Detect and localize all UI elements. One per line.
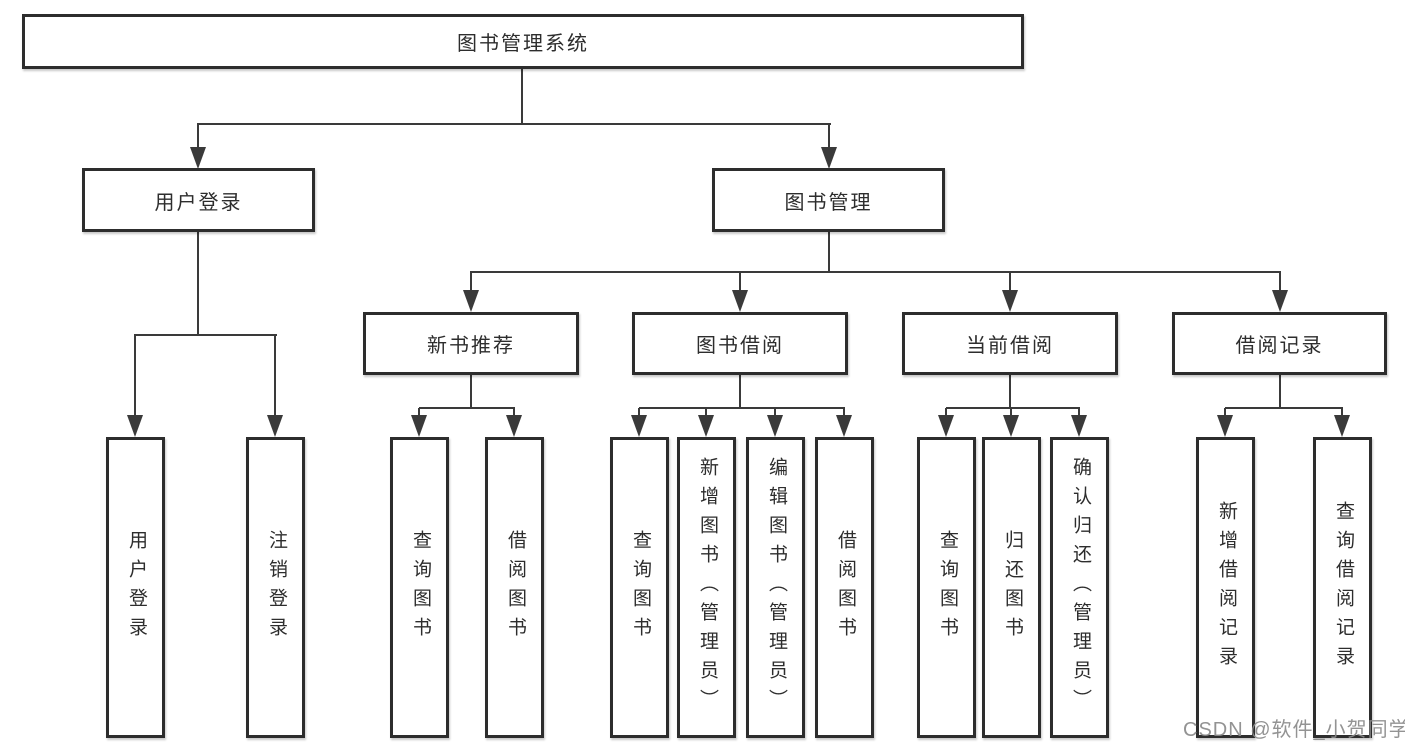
connector-line [774, 408, 776, 416]
leaf-label: 查询借阅记录 [1332, 500, 1354, 675]
connector-line [418, 408, 420, 416]
arrow-down-icon [938, 415, 954, 437]
connector-line [1009, 375, 1011, 408]
connector-line [1010, 408, 1012, 416]
leaf-query-books-3: 查询图书 [917, 437, 976, 738]
arrow-down-icon [267, 415, 283, 437]
csdn-watermark: CSDN @软件_小贺同学 [1183, 719, 1405, 741]
arrow-down-icon [821, 147, 837, 169]
arrow-down-icon [411, 415, 427, 437]
leaf-add-book-admin: 新增图书（管理员） [677, 437, 736, 738]
connector-line [828, 232, 830, 273]
node-new-book-recommend: 新书推荐 [363, 312, 579, 375]
connector-line [197, 123, 831, 125]
leaf-label: 用户登录 [125, 529, 147, 646]
node-label: 图书管理系统 [457, 33, 589, 55]
node-label: 用户登录 [154, 191, 243, 214]
connector-line [843, 408, 845, 416]
arrow-down-icon [1272, 290, 1288, 312]
connector-line [197, 124, 199, 148]
arrow-down-icon [836, 415, 852, 437]
arrow-down-icon [698, 415, 714, 437]
leaf-return-book: 归还图书 [982, 437, 1041, 738]
leaf-label: 新增图书（管理员） [696, 457, 718, 718]
leaf-label: 查询图书 [936, 529, 958, 646]
connector-line [828, 124, 830, 148]
connector-line [705, 408, 707, 416]
leaf-query-borrow-record: 查询借阅记录 [1313, 437, 1372, 738]
leaf-query-books-2: 查询图书 [610, 437, 669, 738]
leaf-label: 借阅图书 [504, 529, 526, 646]
leaf-borrow-books: 借阅图书 [485, 437, 544, 738]
connector-line [946, 407, 1080, 409]
arrow-down-icon [631, 415, 647, 437]
connector-line [470, 272, 472, 291]
arrow-down-icon [1003, 415, 1019, 437]
connector-line [513, 408, 515, 416]
node-label: 图书借阅 [696, 335, 784, 357]
arrow-down-icon [506, 415, 522, 437]
leaf-label: 编辑图书（管理员） [765, 457, 787, 718]
node-borrowing-records: 借阅记录 [1172, 312, 1387, 375]
connector-line [470, 271, 1281, 273]
leaf-label: 查询图书 [409, 529, 431, 646]
leaf-label: 归还图书 [1001, 529, 1023, 646]
leaf-label: 查询图书 [629, 529, 651, 646]
arrow-down-icon [767, 415, 783, 437]
leaf-label: 确认归还（管理员） [1069, 457, 1091, 718]
arrow-down-icon [1071, 415, 1087, 437]
arrow-down-icon [463, 290, 479, 312]
leaf-edit-book-admin: 编辑图书（管理员） [746, 437, 805, 738]
connector-line [739, 375, 741, 408]
connector-line [1224, 408, 1226, 416]
arrow-down-icon [1002, 290, 1018, 312]
connector-line [274, 335, 276, 416]
connector-line [1009, 272, 1011, 291]
leaf-label: 借阅图书 [834, 529, 856, 646]
connector-line [521, 68, 523, 125]
node-label: 当前借阅 [966, 335, 1054, 357]
node-book-management: 图书管理 [712, 168, 945, 232]
connector-line [1225, 407, 1343, 409]
connector-line [470, 375, 472, 408]
connector-line [134, 335, 136, 416]
arrow-down-icon [190, 147, 206, 169]
arrow-down-icon [1334, 415, 1350, 437]
arrow-down-icon [1217, 415, 1233, 437]
leaf-user-login: 用户登录 [106, 437, 165, 738]
connector-line [419, 407, 515, 409]
leaf-label: 新增借阅记录 [1215, 500, 1237, 675]
node-label: 借阅记录 [1235, 335, 1324, 357]
leaf-confirm-return-admin: 确认归还（管理员） [1050, 437, 1109, 738]
connector-line [1078, 408, 1080, 416]
node-book-borrowing: 图书借阅 [632, 312, 848, 375]
leaf-query-books: 查询图书 [390, 437, 449, 738]
connector-line [134, 334, 277, 336]
leaf-borrow-books-2: 借阅图书 [815, 437, 874, 738]
arrow-down-icon [732, 290, 748, 312]
connector-line [1341, 408, 1343, 416]
leaf-label: 注销登录 [265, 529, 287, 646]
connector-line [945, 408, 947, 416]
node-user-login: 用户登录 [82, 168, 315, 232]
node-label: 图书管理 [784, 191, 873, 214]
leaf-logout: 注销登录 [246, 437, 305, 738]
leaf-add-borrow-record: 新增借阅记录 [1196, 437, 1255, 738]
connector-line [639, 407, 845, 409]
connector-line [197, 232, 199, 336]
connector-line [739, 272, 741, 291]
node-label: 新书推荐 [427, 335, 515, 357]
connector-line [1279, 375, 1281, 408]
connector-line [1279, 272, 1281, 291]
node-current-borrowing: 当前借阅 [902, 312, 1118, 375]
node-library-system: 图书管理系统 [22, 14, 1024, 69]
connector-line [638, 408, 640, 416]
arrow-down-icon [127, 415, 143, 437]
